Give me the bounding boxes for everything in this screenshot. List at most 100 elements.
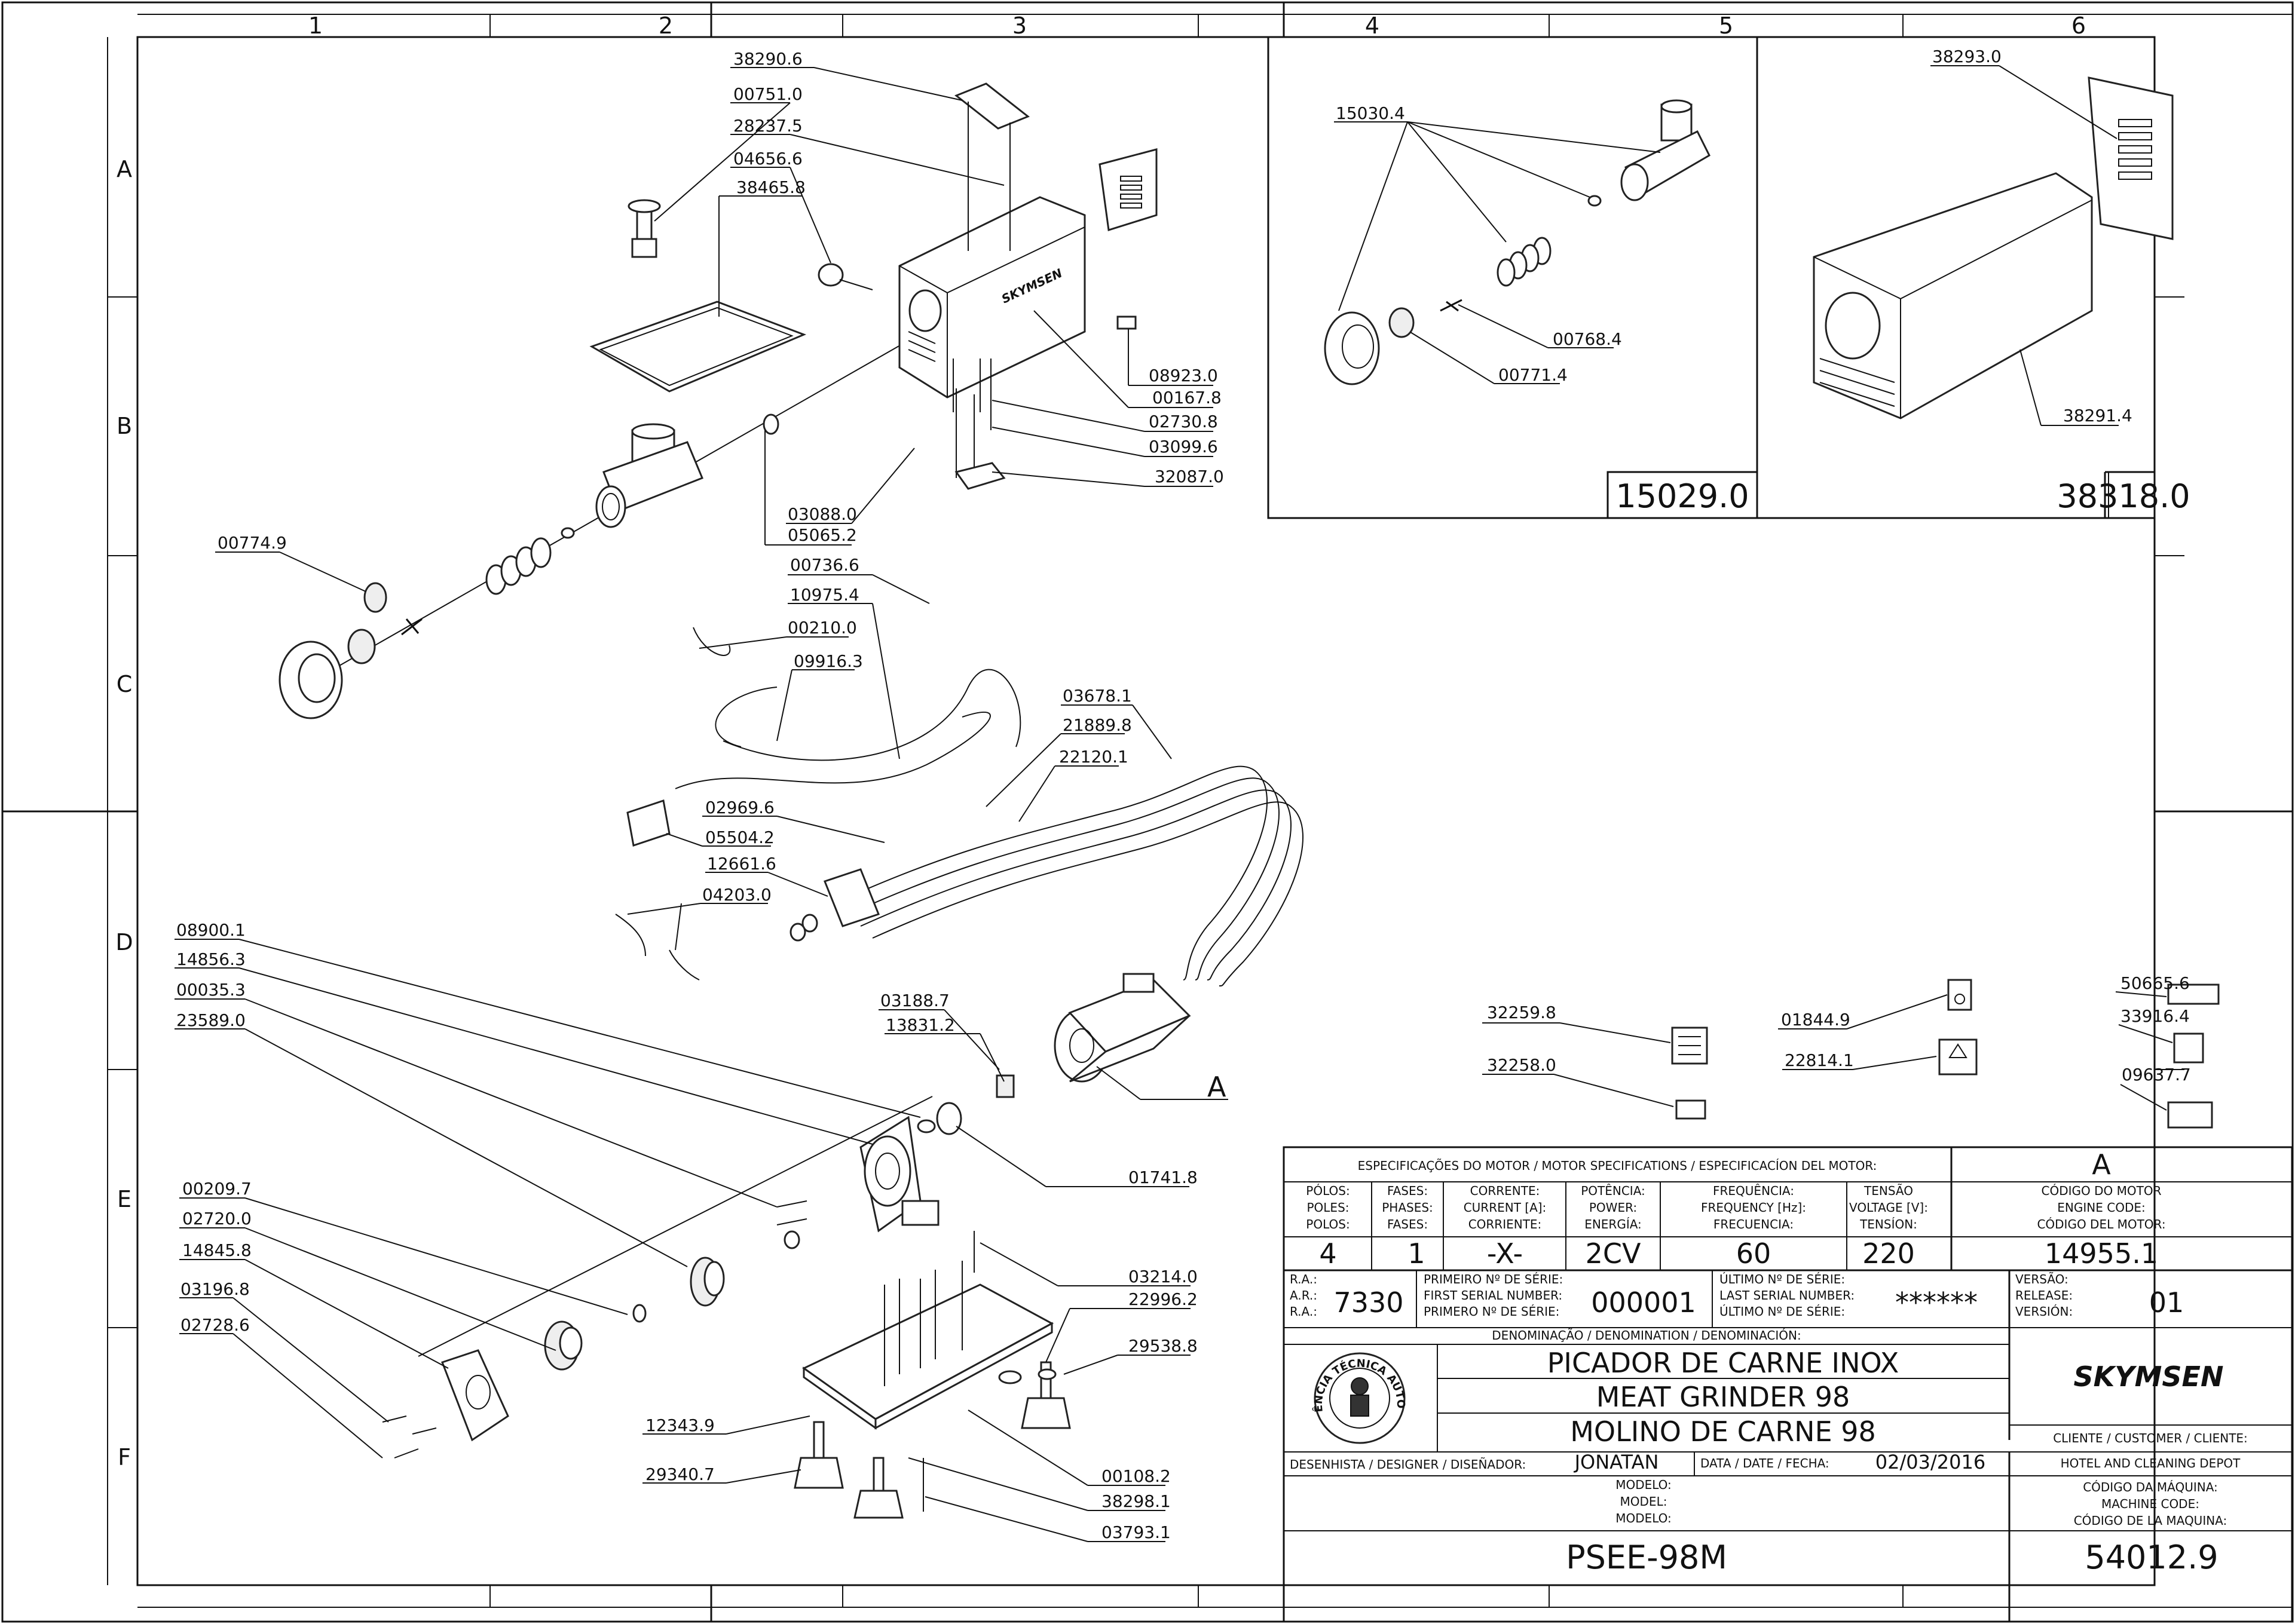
part-code-32087-0: 32087.0 xyxy=(1155,467,1224,486)
current-value: -X- xyxy=(1487,1237,1523,1270)
machine-code-label-pt: CÓDIGO DA MÁQUINA: xyxy=(2083,1480,2218,1494)
kit-38318-panel: 38318.0 38293.0 38291.4 xyxy=(1756,36,2190,519)
voltage-label-en: VOLTAGE [V]: xyxy=(1849,1200,1928,1215)
part-code-04656-6: 04656.6 xyxy=(733,149,803,168)
engine-code-label-es: CÓDIGO DEL MOTOR: xyxy=(2037,1217,2165,1231)
motor-spec-header: ESPECIFICAÇÕES DO MOTOR / MOTOR SPECIFIC… xyxy=(1358,1159,1877,1173)
last-serial-label-pt: ÚLTIMO Nº DE SÉRIE: xyxy=(1719,1272,1845,1286)
part-code-03678-1: 03678.1 xyxy=(1063,686,1132,706)
svg-text:ASSISTÊNCIA TÉCNICA AUTORIZADA: ASSISTÊNCIA TÉCNICA AUTORIZADA xyxy=(0,0,1407,1413)
phases-value: 1 xyxy=(1407,1237,1425,1270)
voltage-value: 220 xyxy=(1862,1237,1915,1270)
part-code-14845-8: 14845.8 xyxy=(182,1240,252,1260)
part-code-29538-8: 29538.8 xyxy=(1128,1336,1198,1356)
client-name: HOTEL AND CLEANING DEPOT xyxy=(2061,1456,2241,1470)
last-serial-value: ****** xyxy=(1895,1286,1978,1319)
part-code-22120-1: 22120.1 xyxy=(1059,747,1128,767)
sticker-labels: 32259.8 32258.0 01844.9 22814.1 50665.6 … xyxy=(1482,973,2220,1129)
version-value: 01 xyxy=(2149,1286,2184,1319)
power-label-es: ENERGÍA: xyxy=(1584,1217,1642,1231)
part-code-12343-9: 12343.9 xyxy=(645,1415,715,1435)
part-code-09637-7: 09637.7 xyxy=(2122,1065,2191,1084)
grid-column-labels: 1 2 3 4 5 6 xyxy=(308,13,2086,39)
part-code-00035-3: 00035.3 xyxy=(176,980,246,1000)
part-code-08923-0: 08923.0 xyxy=(1149,366,1218,385)
part-code-38298-1: 38298.1 xyxy=(1101,1491,1171,1511)
part-code-50665-6: 50665.6 xyxy=(2120,973,2190,993)
motor-spec-column-letter: A xyxy=(2092,1148,2111,1181)
grinder-head-assembly xyxy=(279,199,909,719)
current-label-es: CORRIENTE: xyxy=(1468,1217,1542,1231)
ra-label-es: R.A.: xyxy=(1290,1304,1317,1319)
poles-label-en: POLES: xyxy=(1306,1200,1349,1215)
phases-label-pt: FASES: xyxy=(1387,1184,1428,1198)
voltage-label-pt: TENSÃO xyxy=(1863,1184,1913,1198)
designer-name: JONATAN xyxy=(1574,1451,1659,1473)
engine-code-value: 14955.1 xyxy=(2045,1237,2158,1270)
part-code-03793-1: 03793.1 xyxy=(1101,1522,1171,1542)
machine-code-label-en: MACHINE CODE: xyxy=(2101,1497,2199,1511)
grid-col-6: 6 xyxy=(2071,13,2086,39)
designer-label: DESENHISTA / DESIGNER / DISEÑADOR: xyxy=(1290,1457,1526,1472)
part-code-28237-5: 28237.5 xyxy=(733,116,803,136)
poles-label-pt: PÓLOS: xyxy=(1306,1184,1350,1198)
part-code-22814-1: 22814.1 xyxy=(1785,1050,1854,1070)
part-code-03188-7: 03188.7 xyxy=(880,991,950,1010)
machine-code-label-es: CÓDIGO DE LA MAQUINA: xyxy=(2074,1513,2227,1528)
part-code-02730-8: 02730.8 xyxy=(1149,412,1218,431)
frequency-label-es: FRECUENCIA: xyxy=(1713,1217,1794,1231)
part-code-00210-0: 00210.0 xyxy=(788,618,857,638)
machine-code: 54012.9 xyxy=(2085,1539,2218,1576)
part-code-03099-6: 03099.6 xyxy=(1149,437,1218,456)
grid-row-f: F xyxy=(118,1444,131,1470)
first-serial-value: 000001 xyxy=(1591,1286,1696,1319)
engine-code-label-en: ENGINE CODE: xyxy=(2057,1200,2145,1215)
part-code-32259-8: 32259.8 xyxy=(1487,1003,1556,1022)
part-code-00768-4: 00768.4 xyxy=(1553,329,1622,349)
part-code-02720-0: 02720.0 xyxy=(182,1209,252,1228)
part-code-00774-9: 00774.9 xyxy=(218,533,287,553)
part-code-03196-8: 03196.8 xyxy=(180,1279,250,1299)
part-code-33916-4: 33916.4 xyxy=(2120,1006,2190,1026)
grid-row-b: B xyxy=(117,413,132,439)
part-code-00771-4: 00771.4 xyxy=(1498,365,1568,385)
part-code-00167-8: 00167.8 xyxy=(1152,388,1222,407)
grid-row-e: E xyxy=(117,1186,131,1212)
model-label-en: MODEL: xyxy=(1620,1494,1667,1509)
first-serial-label-pt: PRIMEIRO Nº DE SÉRIE: xyxy=(1424,1272,1563,1286)
motor-assembly xyxy=(936,973,1191,1135)
part-code-32258-0: 32258.0 xyxy=(1487,1055,1556,1075)
motor-callout-a: A xyxy=(1207,1071,1226,1103)
grid-col-1: 1 xyxy=(308,13,323,39)
part-code-12661-6: 12661.6 xyxy=(707,854,776,874)
part-code-00736-6: 00736.6 xyxy=(790,555,859,575)
phases-label-en: PHASES: xyxy=(1382,1200,1433,1215)
ra-value: 7330 xyxy=(1333,1286,1403,1319)
part-code-38290-6: 38290.6 xyxy=(733,49,803,69)
first-serial-label-en: FIRST SERIAL NUMBER: xyxy=(1424,1288,1562,1303)
version-label-es: VERSIÓN: xyxy=(2015,1304,2073,1319)
product-name-es: MOLINO DE CARNE 98 xyxy=(1570,1415,1876,1448)
part-code-00108-2: 00108.2 xyxy=(1101,1466,1171,1486)
version-label-en: RELEASE: xyxy=(2015,1288,2073,1303)
part-code-02969-6: 02969.6 xyxy=(705,798,775,817)
current-label-pt: CORRENTE: xyxy=(1470,1184,1540,1198)
wiring-harness xyxy=(615,627,1304,986)
product-name-pt: PICADOR DE CARNE INOX xyxy=(1547,1347,1899,1379)
left-part-labels: 38290.6 00751.0 28237.5 04656.6 38465.8 … xyxy=(175,49,1228,1542)
part-code-08900-1: 08900.1 xyxy=(176,920,246,940)
power-label-pt: POTÊNCIA: xyxy=(1581,1184,1645,1198)
part-code-15030-4: 15030.4 xyxy=(1336,103,1405,123)
model-label-es: MODELO: xyxy=(1615,1511,1672,1525)
motor-spec-table: ESPECIFICAÇÕES DO MOTOR / MOTOR SPECIFIC… xyxy=(1283,1146,2293,1271)
current-label-en: CURRENT [A]: xyxy=(1464,1200,1547,1215)
part-code-38291-4: 38291.4 xyxy=(2063,406,2132,425)
last-serial-label-es: ÚLTIMO Nº DE SÉRIE: xyxy=(1719,1304,1845,1319)
grid-col-3: 3 xyxy=(1012,13,1027,39)
ra-label-en: A.R.: xyxy=(1290,1288,1317,1303)
brand-logo: SKYMSEN xyxy=(2074,1361,2224,1393)
part-code-13831-2: 13831.2 xyxy=(886,1015,955,1035)
frequency-value: 60 xyxy=(1736,1237,1771,1270)
